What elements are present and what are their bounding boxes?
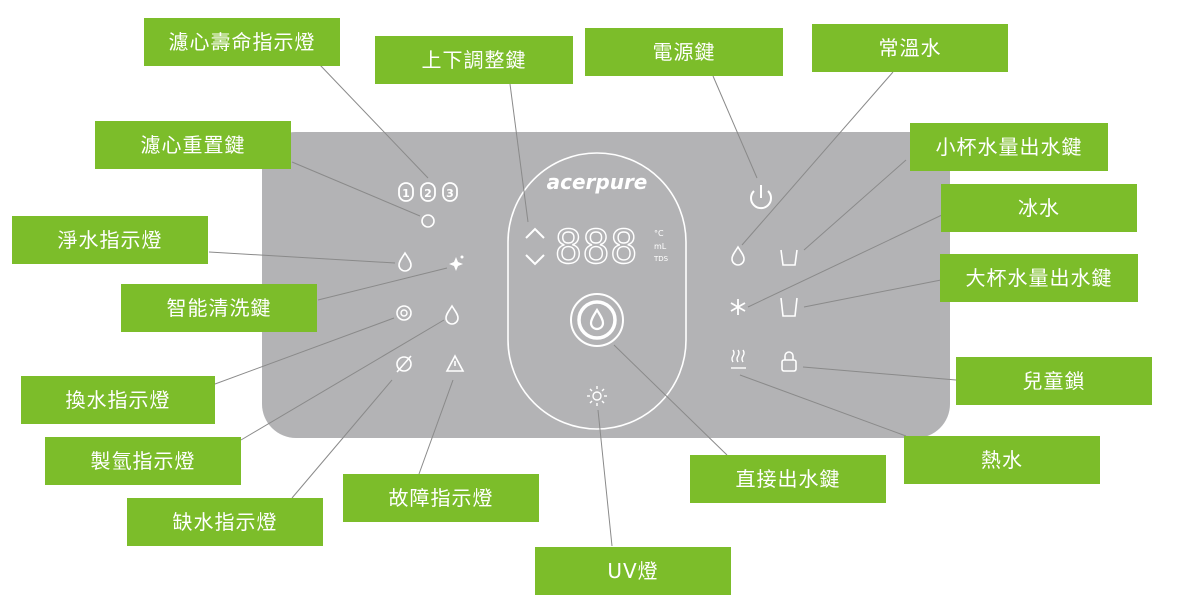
large-cup-icon[interactable] [780, 297, 798, 317]
sparkle-icon[interactable] [449, 255, 464, 272]
label-large-cup-key: 大杯水量出水鍵 [940, 254, 1138, 302]
label-low-water-indicator: 缺水指示燈 [127, 498, 323, 546]
label-up-down-key: 上下調整鍵 [375, 36, 573, 84]
direct-water-button[interactable] [570, 293, 624, 347]
unit-celsius: °C [654, 229, 664, 238]
chevron-down-icon[interactable] [525, 254, 545, 266]
label-fault-indicator: 故障指示燈 [343, 474, 539, 522]
label-purified-indicator: 淨水指示燈 [12, 216, 208, 264]
label-filter-reset-key: 濾心重置鍵 [95, 121, 291, 169]
hot-water-icon[interactable] [731, 349, 746, 369]
change-water-icon [396, 305, 412, 321]
filter-reset-icon[interactable] [421, 214, 435, 228]
label-hot-water: 熱水 [904, 436, 1100, 484]
low-water-icon [396, 356, 412, 372]
change-water-inner [400, 309, 408, 317]
power-icon[interactable] [750, 185, 772, 210]
label-filter-life-indicator: 濾心壽命指示燈 [144, 18, 340, 66]
label-uv-light: UV燈 [535, 547, 731, 595]
snowflake-icon[interactable] [730, 299, 746, 315]
label-ice-water: 冰水 [941, 184, 1137, 232]
filter-life-icon [398, 182, 458, 202]
segment-display: 888 [554, 220, 637, 274]
fault-warning-icon [445, 354, 465, 372]
label-child-lock: 兒童鎖 [956, 357, 1152, 405]
filter-2-mark: 2 [424, 187, 432, 200]
water-drop-icon [589, 307, 605, 331]
chevron-up-icon[interactable] [525, 227, 545, 239]
unit-tds: TDS [653, 255, 669, 263]
room-temp-water-icon[interactable] [731, 245, 745, 266]
display-capsule [507, 152, 687, 430]
label-direct-water-key: 直接出水鍵 [690, 455, 886, 503]
label-small-cup-key: 小杯水量出水鍵 [910, 123, 1108, 171]
small-cup-icon[interactable] [780, 249, 798, 266]
label-change-water-indicator: 換水指示燈 [21, 376, 215, 424]
unit-ml: mL [654, 242, 667, 251]
lock-icon[interactable] [781, 351, 797, 372]
leader-lines [208, 64, 957, 547]
filter-1-mark: 1 [402, 187, 410, 200]
brand-logo: acerpure [547, 170, 648, 194]
label-room-temp-water: 常溫水 [812, 24, 1008, 72]
label-smart-clean-key: 智能清洗鍵 [121, 284, 317, 332]
low-water-slash [396, 355, 412, 373]
filter-3-mark: 3 [446, 187, 454, 200]
uv-icon [587, 386, 607, 406]
purified-water-icon [398, 251, 412, 272]
label-gas-indicator: 製氫指示燈 [45, 437, 241, 485]
hydrogen-icon [445, 304, 459, 325]
direct-water-ring [577, 300, 617, 340]
label-power-key: 電源鍵 [585, 28, 783, 76]
